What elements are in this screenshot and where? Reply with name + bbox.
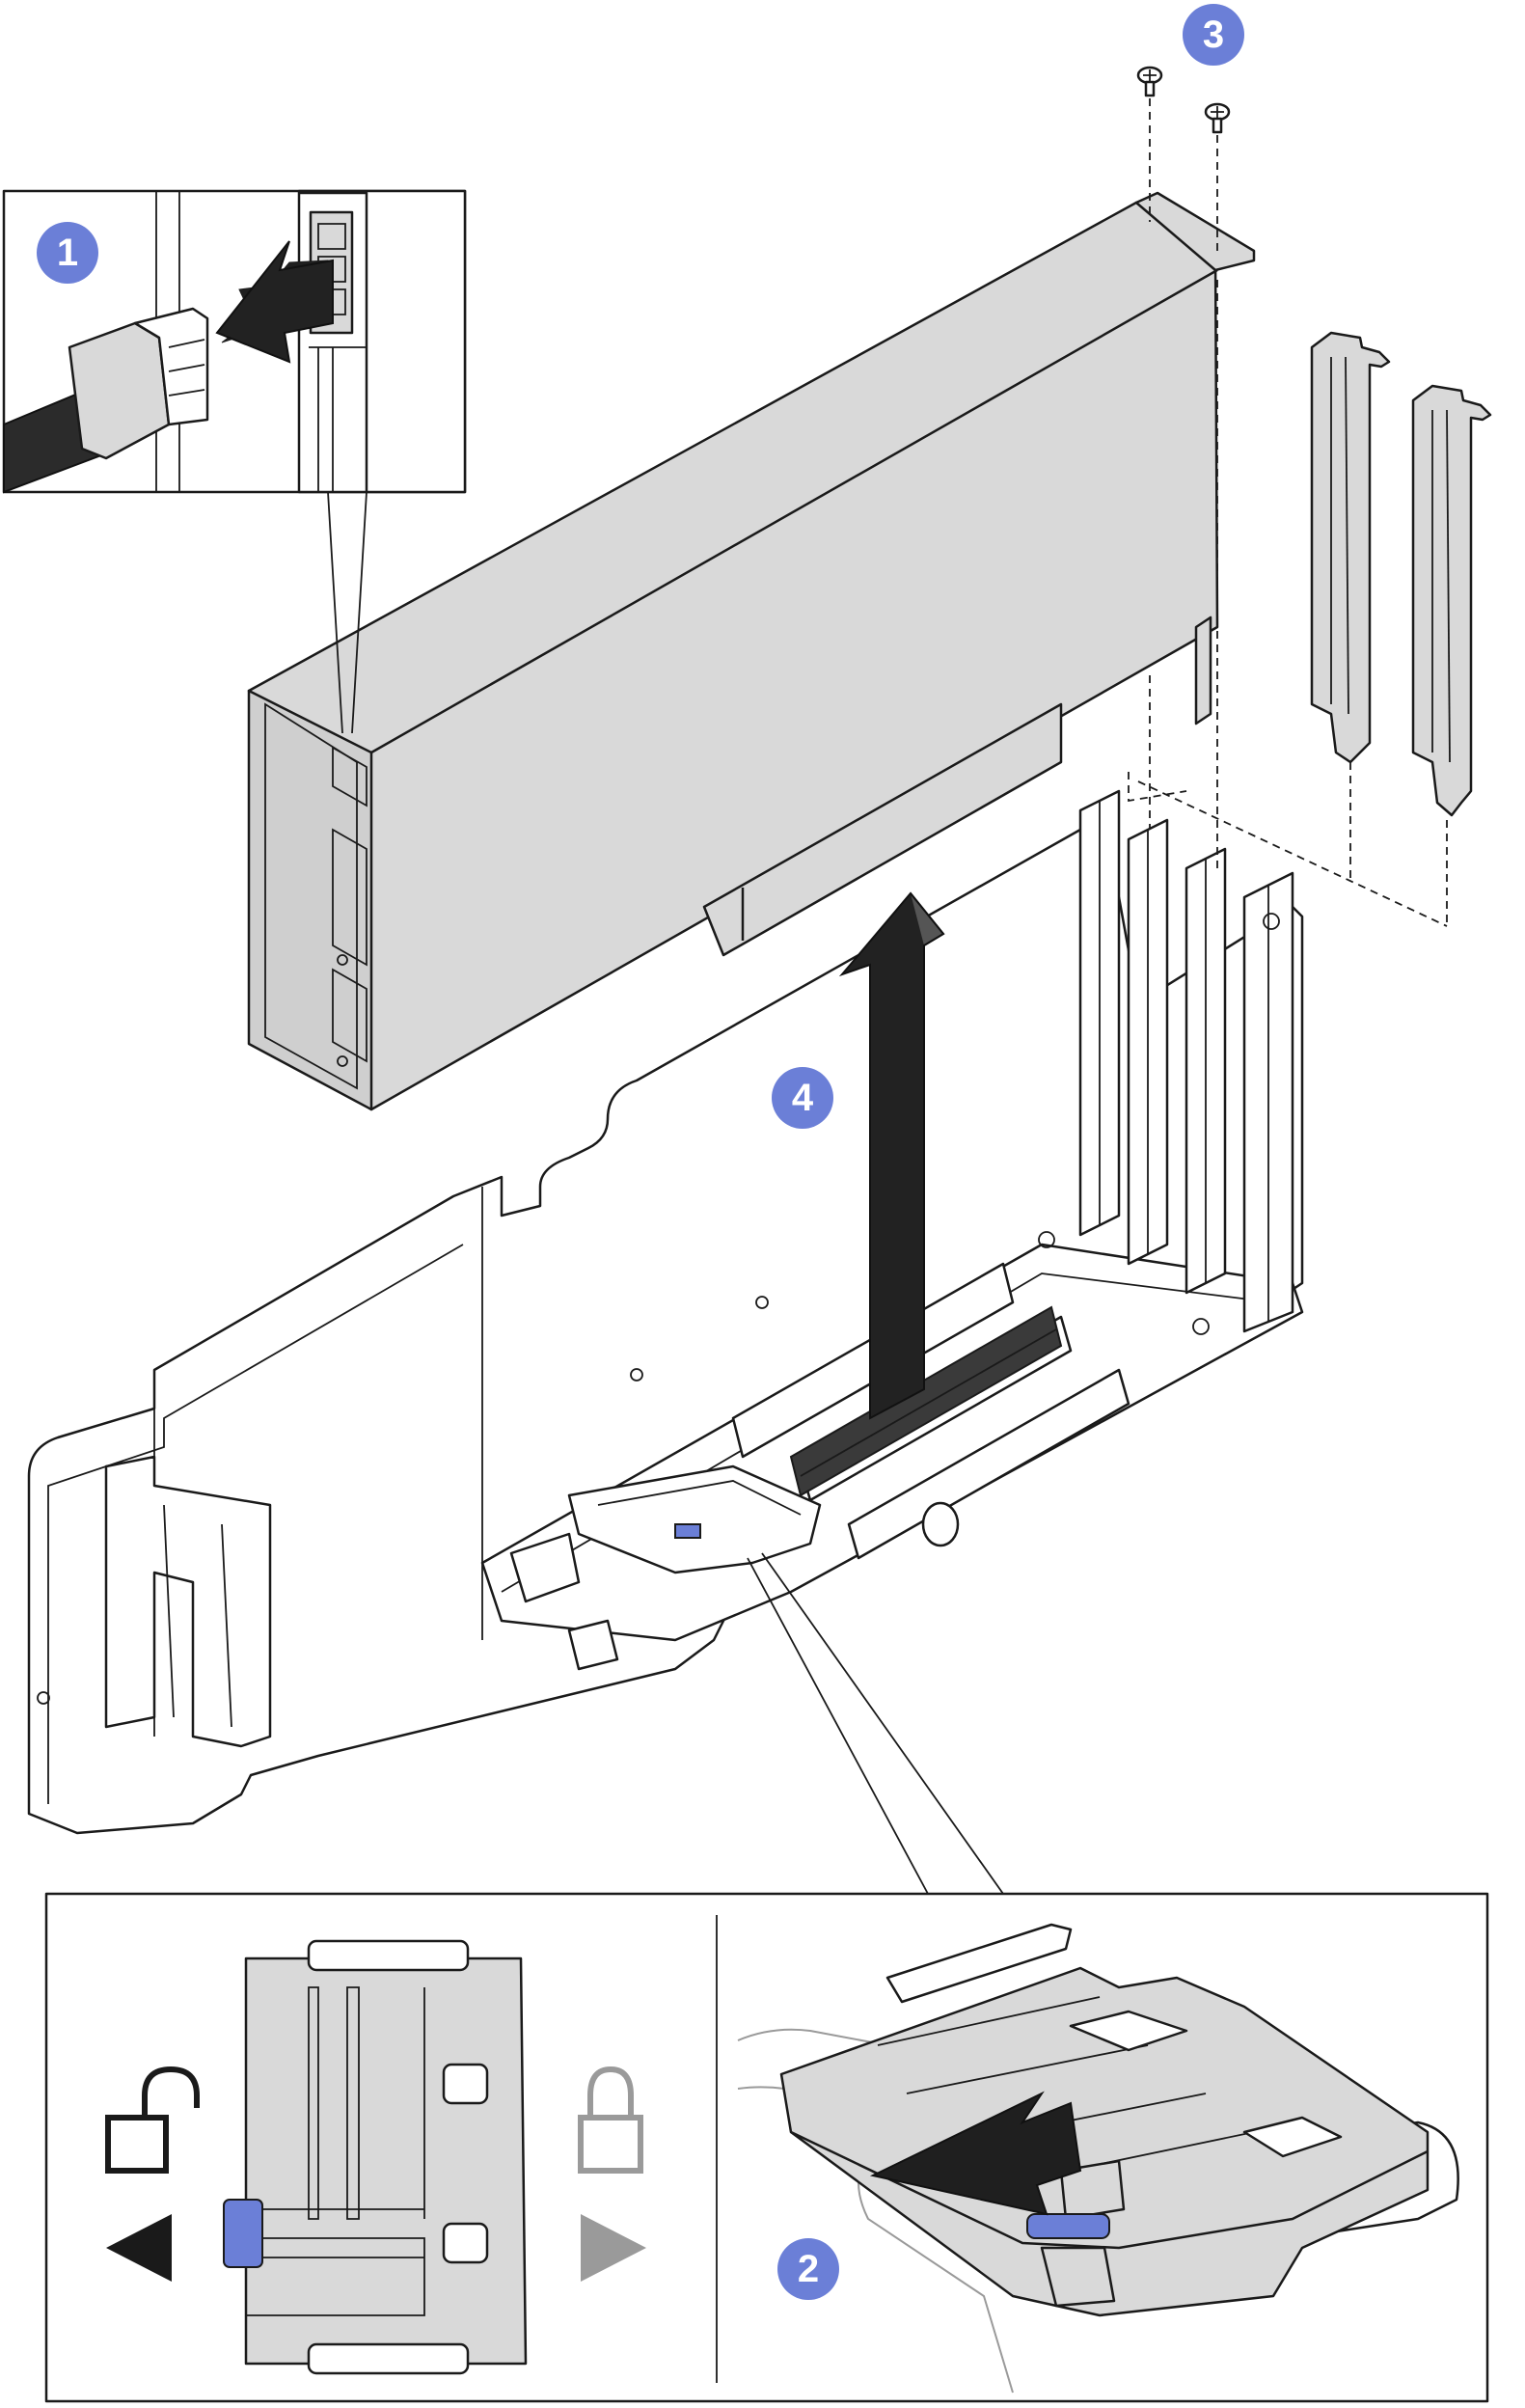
screw-2 <box>1204 102 1231 134</box>
step-2-number: 2 <box>798 2248 819 2290</box>
step-4-badge <box>772 1067 833 1129</box>
filler-bracket-1 <box>1310 331 1391 764</box>
triangle-left-icon <box>106 2214 172 2282</box>
latch-iso-view <box>737 1923 1459 2394</box>
riser-cage <box>27 789 1304 1835</box>
step-1-badge <box>37 222 98 284</box>
callout-power-cable: 1 <box>2 189 467 734</box>
step-1-number: 1 <box>57 232 78 274</box>
step-2-badge <box>777 2238 839 2300</box>
step-3-badge <box>1183 4 1244 66</box>
step-4-number: 4 <box>792 1077 814 1119</box>
step-3-number: 3 <box>1203 14 1224 56</box>
callout-latch: 2 <box>44 1552 1489 2403</box>
unlocked-padlock-icon <box>105 2066 200 2174</box>
locked-padlock-icon <box>578 2066 643 2174</box>
latch-top-view <box>223 1939 528 2375</box>
gpu-adapter <box>247 191 1256 1111</box>
screw-1 <box>1136 66 1163 97</box>
filler-bracket-2 <box>1411 384 1492 817</box>
screws <box>1128 66 1448 927</box>
lift-arrow <box>838 891 945 1420</box>
triangle-right-icon <box>581 2214 646 2282</box>
